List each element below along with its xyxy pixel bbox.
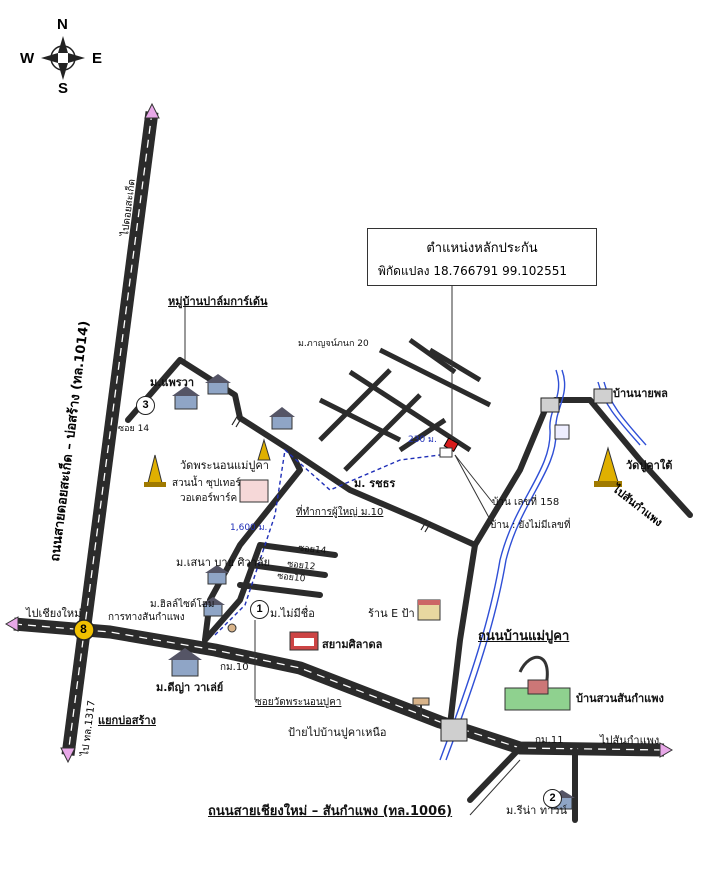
temple-icon [257, 438, 271, 461]
label-soi-wat-phra: ซอยวัดพระนอนปูคา [255, 697, 342, 708]
label-dist-1600: 1,600 ม. [230, 523, 268, 533]
road-break-marks [231, 414, 432, 533]
building-icon [554, 424, 570, 440]
label-to-san-kamphaeng: ไปสันกำแพง [600, 734, 660, 747]
house-icon [172, 386, 200, 410]
label-water-park-2: วอเตอร์พาร์ค [180, 493, 238, 504]
highway-8-label: 8 [80, 622, 87, 636]
marker-1: 1 [250, 600, 269, 619]
property-info-box: ตำแหน่งหลักประกัน พิกัดแปลง 18.766791 99… [367, 228, 597, 286]
label-wat-phra-non: วัดพระนอนแม่ปูคา [180, 459, 269, 472]
label-hill-side: ม.ฮิลล์ไซด์โฮม [150, 599, 215, 610]
label-sign-puka-nuea: ป้ายไปบ้านปูคาเหนือ [288, 726, 387, 739]
label-palm-garden: หมู่บ้านปาล์มการ์เด้น [168, 295, 268, 308]
highway-8-sign-icon [73, 619, 95, 641]
label-dist-230: 230 ม. [408, 435, 437, 445]
pointer-no-number [454, 454, 494, 526]
label-ratchada: ม. รชธร [354, 477, 396, 490]
compass-icon [41, 36, 85, 80]
label-ran-e-pa: ร้าน E ป้า [368, 607, 415, 620]
house-icon [168, 648, 202, 677]
pointer-158 [454, 454, 494, 504]
temple-icon [144, 454, 166, 487]
arrow-to-doi-saket [144, 102, 160, 119]
marker-2: 2 [543, 789, 562, 808]
marker-3: 3 [136, 396, 155, 415]
house-icon [439, 447, 453, 458]
label-pakan-20: ม.ภาญจน์ภนก 20 [298, 339, 369, 349]
label-mae-phrao: ม.แพรวา [150, 376, 195, 389]
compass-north: N [57, 16, 68, 33]
arrow-to-1317 [60, 747, 76, 764]
label-ban-suan-san: บ้านสวนสันกำแพง [576, 692, 664, 705]
arrow-to-chiang-mai [5, 616, 19, 632]
signpost-icon [412, 697, 430, 720]
subdivision-grid [318, 337, 492, 472]
house-icon [201, 597, 225, 617]
compass-west: W [20, 50, 35, 67]
road-label-1006: ถนนสายเชียงใหม่ – สันกำแพง (ทล.1006) [208, 804, 453, 819]
label-dee-na: ม.ดีญ่า วาเล่ย์ [156, 681, 224, 694]
label-marina-town: ม.รีน่า ทาวน์ [506, 804, 567, 817]
coord-label: พิกัดแปลง [378, 264, 430, 278]
coord-value: 18.766791 99.102551 [433, 264, 567, 278]
compass-south: S [58, 80, 69, 97]
shop-icon [289, 631, 319, 651]
shop-icon [417, 599, 441, 621]
label-village-head: ที่ทำการผู้ใหญ่ ม.10 [296, 507, 384, 518]
temple-icon [594, 446, 622, 487]
label-sena-by-siri: ม.เสนา บาย ศิวาลัย [176, 556, 271, 569]
compass-east: E [92, 50, 103, 67]
label-wat-puka-tai: วัดปูคาใต้ [626, 459, 673, 472]
building-icon [239, 479, 269, 503]
house-icon [269, 407, 295, 430]
label-ban-158: บ้าน เลขที่ 158 [492, 497, 560, 508]
location-pin-icon [227, 623, 237, 633]
highway-1014-centerline [67, 111, 153, 756]
label-km-10: กม.10 [220, 662, 249, 673]
garden-house-icon [504, 655, 571, 711]
house-icon [205, 374, 231, 395]
label-san-kamphaeng-way: การทางสันกำแพง [108, 612, 185, 623]
label-siam-sila: สยามศิลาดล [322, 638, 383, 651]
bridge-icon [440, 718, 468, 742]
label-soi-14: ซอย 14 [118, 424, 150, 434]
house-icon [205, 565, 229, 585]
label-ban-no-number: บ้าน : ยังไม่มีเลขที่ [490, 520, 571, 531]
arrow-to-san-kamphaeng [659, 742, 673, 758]
label-mai-mee-chue: ม.ไม่มีชื่อ [270, 607, 315, 620]
bridge-icon [593, 388, 613, 404]
info-title: ตำแหน่งหลักประกัน [426, 241, 538, 256]
bridge-icon [540, 397, 560, 413]
label-ban-nai-phon: บ้านนายพล [613, 387, 668, 400]
label-water-park-1: สวนน้ำ ซุปเทอร์ [172, 478, 241, 489]
label-km-11: กม.11 [535, 735, 564, 746]
label-bo-sang-junction: แยกบ่อสร้าง [98, 714, 156, 727]
route-to-property [214, 448, 441, 636]
pointer-main-road [469, 759, 521, 816]
info-coordinates: พิกัดแปลง 18.766791 99.102551 [378, 262, 567, 281]
label-to-chiang-mai: ไปเชียงใหม่ [26, 607, 82, 620]
road-label-ban-mae-puka: ถนนบ้านแม่ปูคา [478, 629, 570, 644]
